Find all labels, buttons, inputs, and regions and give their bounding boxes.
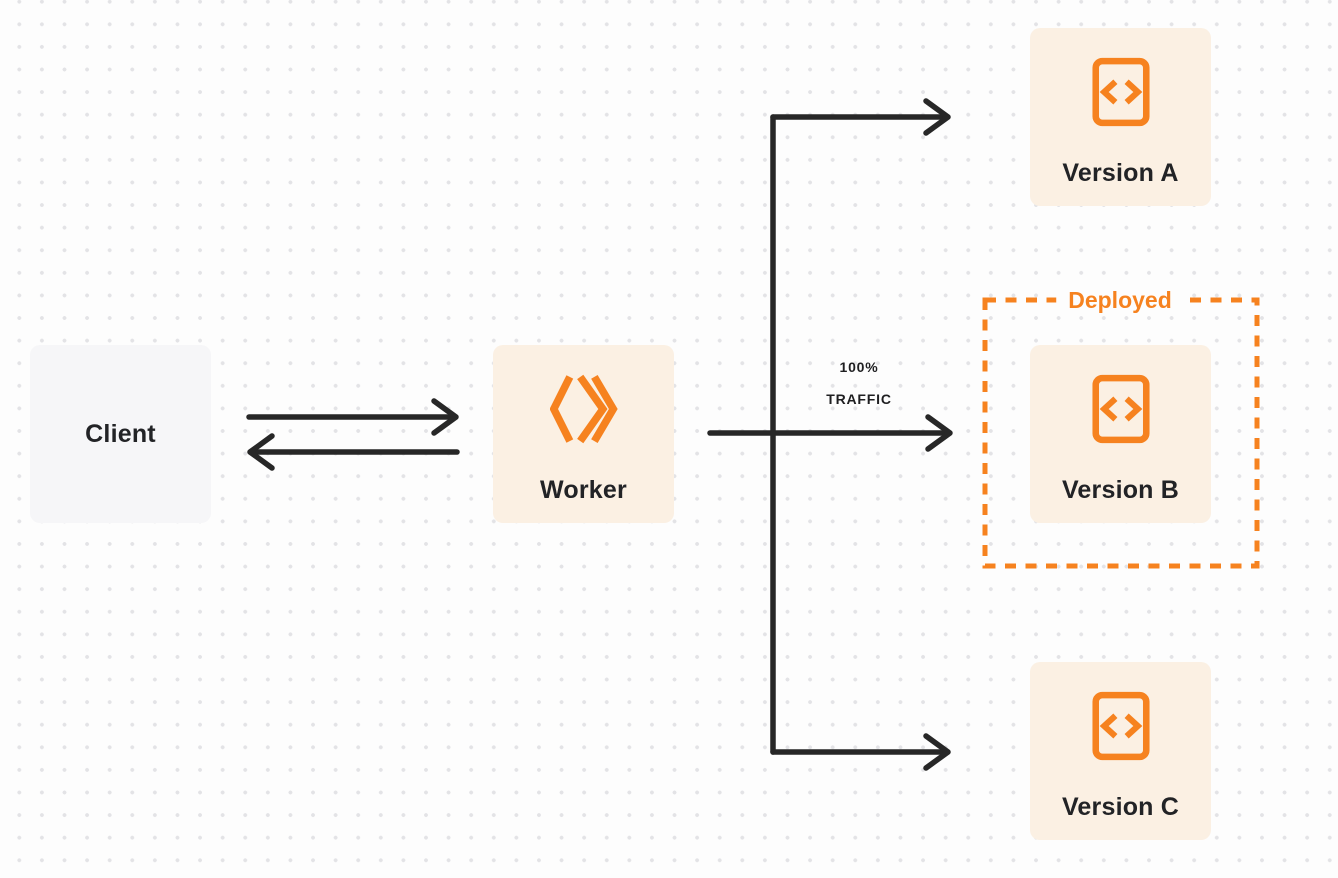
traffic-percent: 100% xyxy=(839,359,879,375)
traffic-annotation: 100% TRAFFIC xyxy=(826,351,891,415)
arrowhead-to-version-a xyxy=(923,98,951,136)
arrowhead-to-version-c xyxy=(923,733,951,771)
code-file-icon xyxy=(1091,56,1150,128)
node-version-b: Version B xyxy=(1030,345,1211,523)
node-version-a: Version A xyxy=(1030,28,1211,206)
code-file-icon xyxy=(1091,690,1150,762)
version-a-label: Version A xyxy=(1062,159,1179,187)
worker-label: Worker xyxy=(540,476,627,504)
arrowhead-worker-to-client xyxy=(247,433,275,471)
code-file-icon xyxy=(1091,373,1150,445)
client-label: Client xyxy=(85,420,156,448)
version-b-label: Version B xyxy=(1061,476,1180,504)
arrowhead-client-to-worker xyxy=(431,398,459,436)
node-client: Client xyxy=(30,345,211,523)
node-version-c: Version C xyxy=(1030,662,1211,840)
deployed-badge: Deployed xyxy=(1056,287,1184,314)
deployed-dashed-border xyxy=(982,297,1260,569)
version-c-label: Version C xyxy=(1061,793,1180,821)
arrowhead-to-version-b xyxy=(925,414,953,452)
traffic-word: TRAFFIC xyxy=(826,391,892,407)
node-worker: Worker xyxy=(493,345,674,523)
workers-double-chevron-icon xyxy=(549,373,618,445)
